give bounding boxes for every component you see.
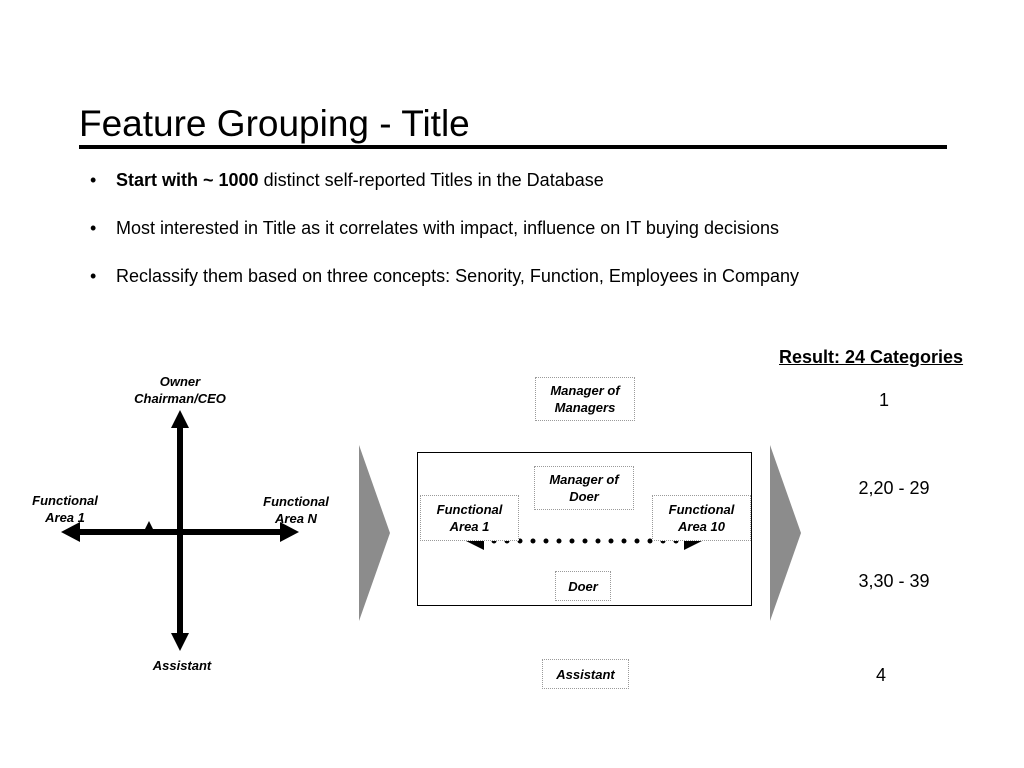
arrow-up-icon: [171, 410, 189, 428]
bullet-icon: •: [90, 218, 97, 238]
bullet-item: • Most interested in Title as it correla…: [90, 218, 799, 266]
axis-label-left: Functional Area 1: [32, 493, 98, 525]
doer-box: Doer: [555, 571, 611, 601]
manager-of-doer-box: Manager of Doer: [534, 466, 634, 510]
axis-label-top: Owner Chairman/CEO: [134, 374, 226, 406]
functional-area-1-box: Functional Area 1: [420, 495, 519, 541]
manager-of-managers-box: Manager of Managers: [535, 377, 635, 421]
result-item: 2,20 - 29: [858, 478, 930, 498]
result-item: 1: [878, 390, 890, 410]
arrow-down-icon: [171, 633, 189, 651]
title-underline: [79, 145, 947, 149]
small-marker-icon: [145, 521, 153, 529]
axis-label-bottom: Assistant: [152, 658, 212, 673]
bullet-icon: •: [90, 170, 97, 190]
arrow-left-icon: [61, 522, 80, 542]
bullet-text: distinct self-reported Titles in the Dat…: [258, 170, 604, 190]
role-frame: [417, 452, 752, 606]
bullet-bold-text: Start with ~ 1000: [116, 170, 259, 190]
chevron-right-icon: [359, 445, 390, 621]
seniority-function-axes: [61, 410, 299, 651]
bullet-item: • Reclassify them based on three concept…: [90, 266, 799, 314]
bullet-text: Most interested in Title as it correlate…: [116, 218, 779, 238]
axis-label-right: Functional Area N: [263, 494, 329, 526]
result-heading: Result: 24 Categories: [779, 347, 964, 367]
bullet-icon: •: [90, 266, 97, 286]
result-item: 3,30 - 39: [858, 571, 930, 591]
result-item: 4: [875, 665, 887, 685]
assistant-box: Assistant: [542, 659, 629, 689]
chevron-right-icon: [770, 445, 801, 621]
bullet-item: • Start with ~ 1000 distinct self-report…: [90, 170, 799, 218]
slide-title: Feature Grouping - Title: [79, 103, 470, 144]
bullet-list: • Start with ~ 1000 distinct self-report…: [90, 170, 799, 314]
bullet-text: Reclassify them based on three concepts:…: [116, 266, 800, 286]
functional-area-10-box: Functional Area 10: [652, 495, 751, 541]
arrow-right-icon: [280, 522, 299, 542]
